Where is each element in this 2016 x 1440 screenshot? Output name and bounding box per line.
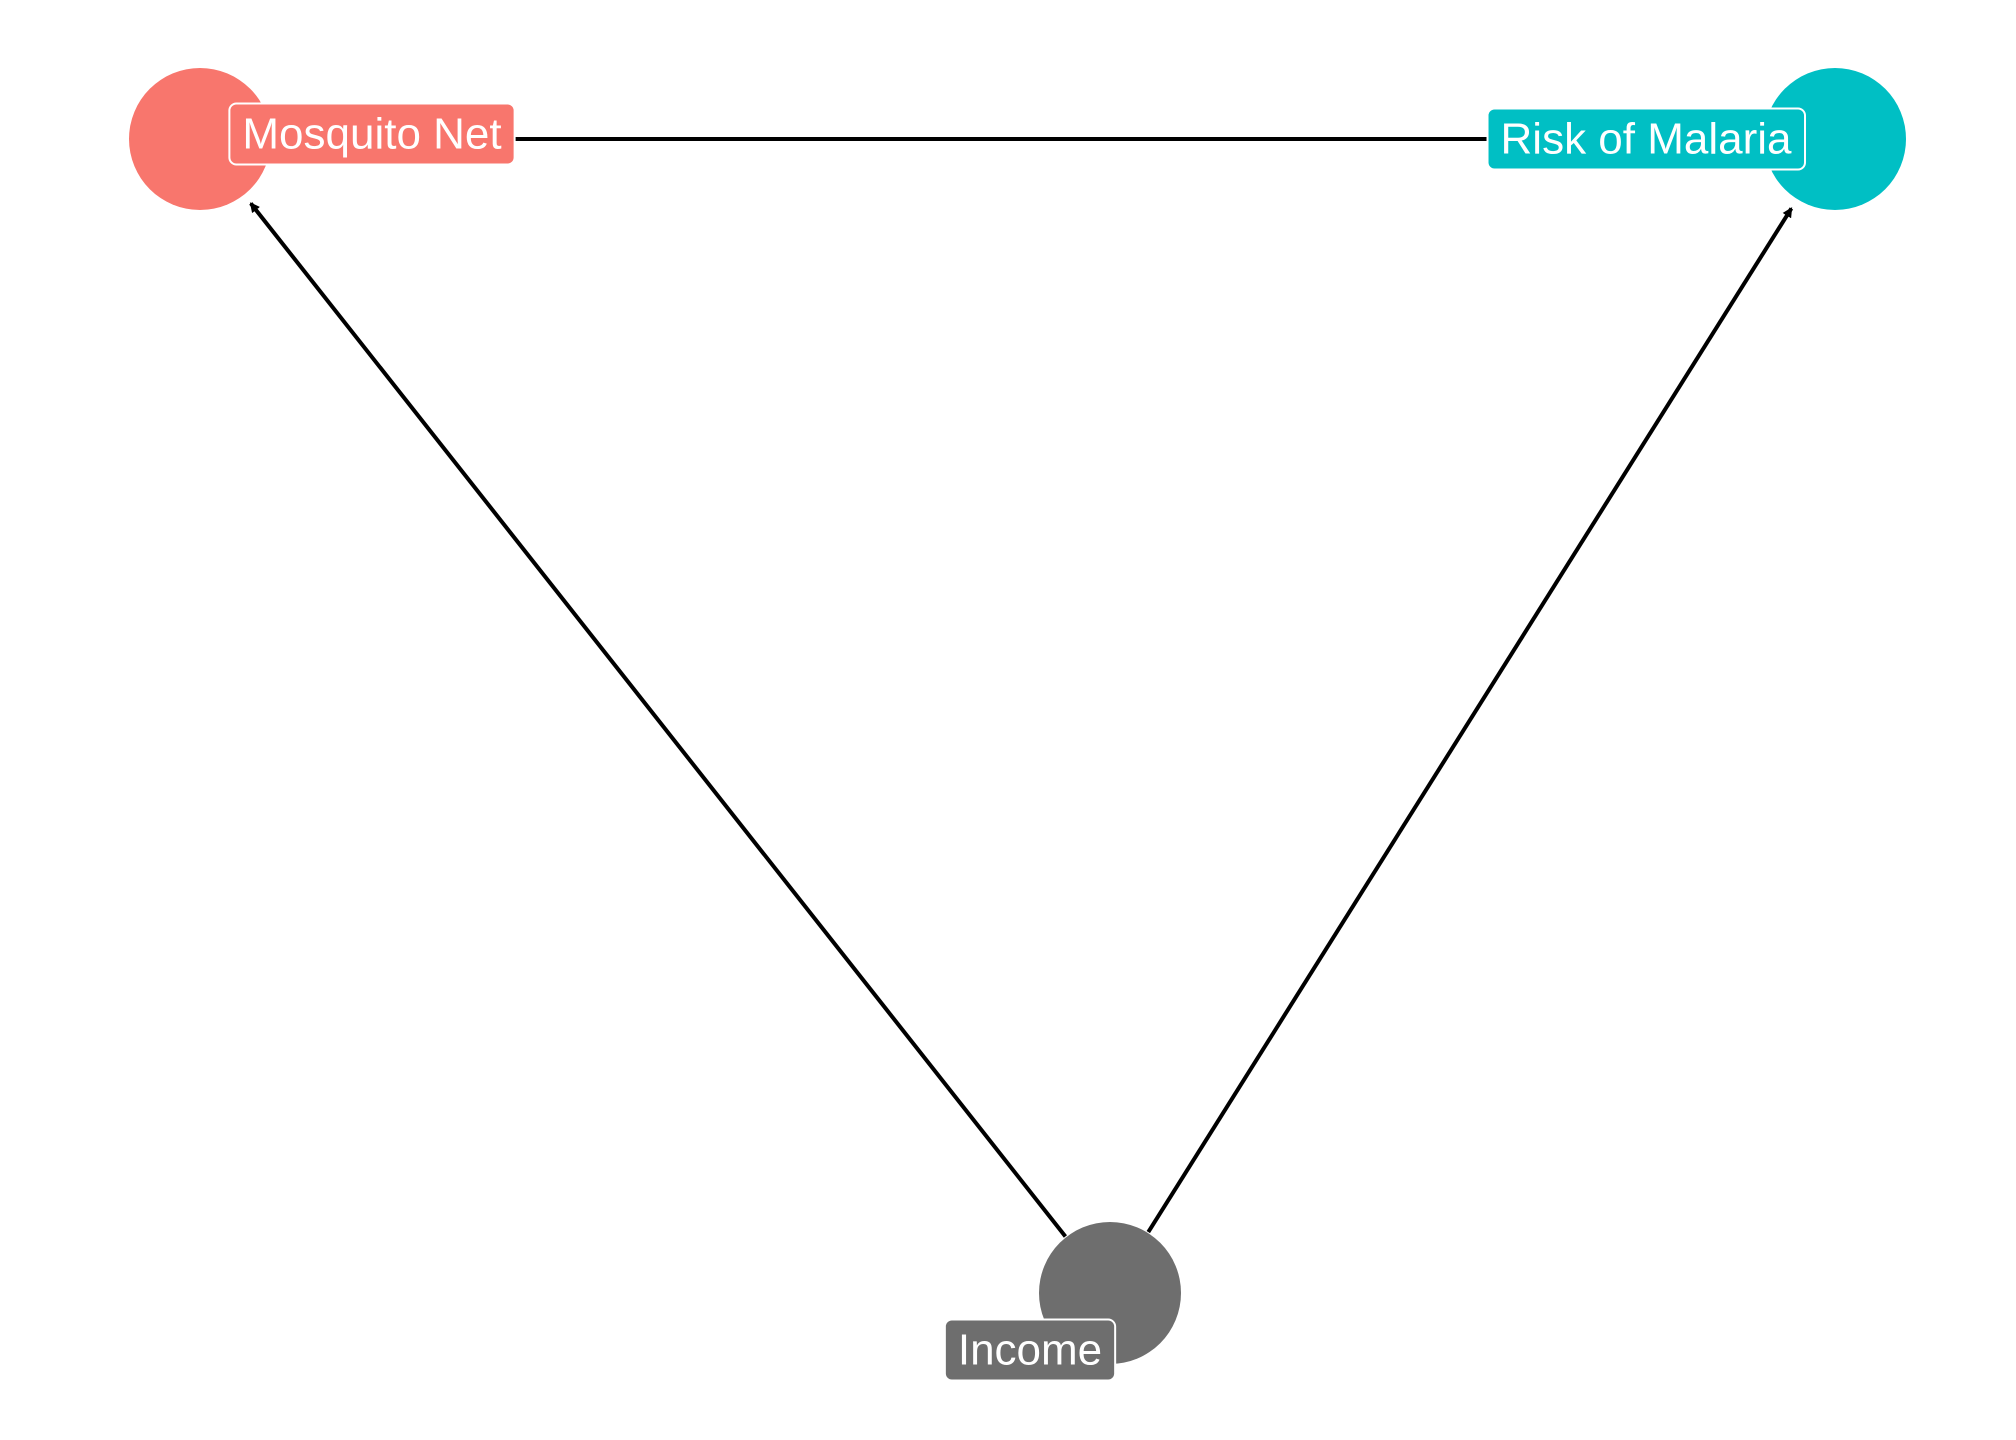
node-label-income: Income <box>943 1318 1117 1382</box>
node-label-risk-of-malaria: Risk of Malaria <box>1486 107 1807 171</box>
label-text: Income <box>958 1326 1102 1375</box>
nodes-layer <box>129 68 1906 1364</box>
edge-income-to-risk_of_malaria <box>1146 207 1794 1234</box>
node-label-mosquito-net: Mosquito Net <box>228 102 516 166</box>
label-box <box>228 102 516 166</box>
edge-income-to-mosquito_net <box>249 202 1067 1238</box>
label-box <box>1486 107 1807 171</box>
label-text: Mosquito Net <box>242 110 501 159</box>
edges-layer <box>200 137 1835 1238</box>
label-text: Risk of Malaria <box>1501 115 1792 164</box>
node-risk-of-malaria <box>1764 68 1906 210</box>
label-box <box>943 1318 1117 1382</box>
